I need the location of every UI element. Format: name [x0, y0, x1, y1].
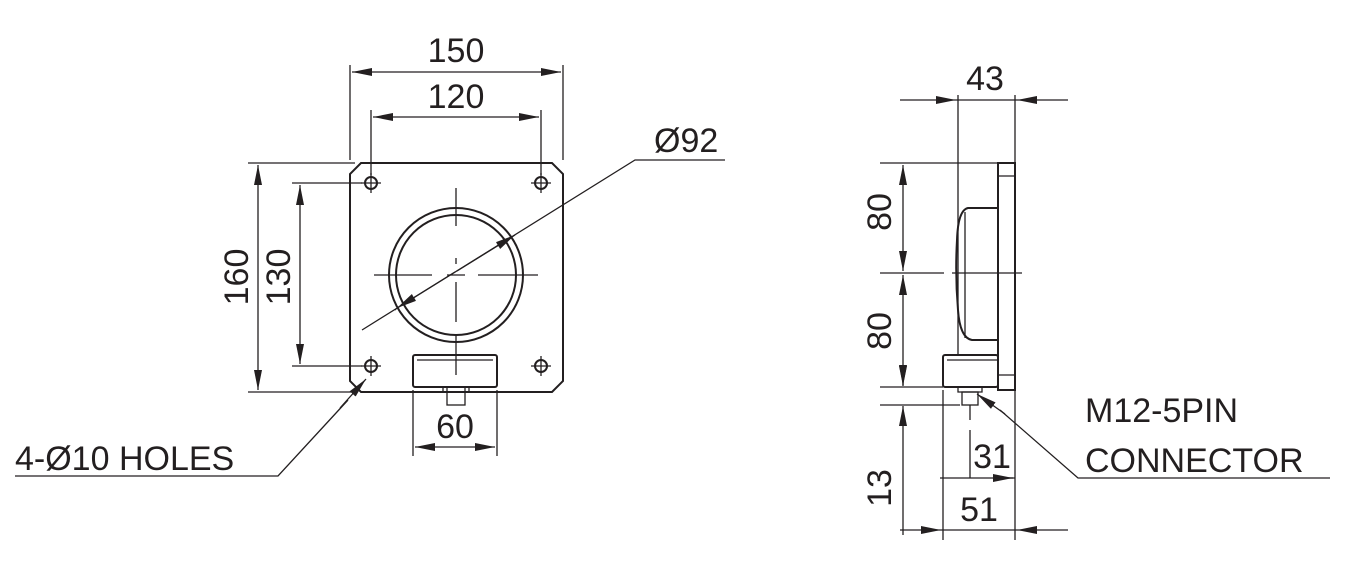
- hole: [361, 356, 381, 376]
- dim-lower-half: 80: [861, 312, 899, 350]
- center-lines: [374, 188, 538, 375]
- side-lens-body: [955, 207, 998, 341]
- dim-total-depth: 51: [960, 491, 998, 529]
- mounting-plate: [349, 162, 564, 393]
- hole: [361, 173, 381, 193]
- dim-connector-width: 60: [436, 408, 474, 446]
- side-connector-stem: [961, 391, 979, 406]
- holes-note: 4-Ø10 HOLES: [15, 440, 234, 478]
- dim-height-holes: 130: [260, 249, 298, 306]
- dim-connector-offset: 13: [861, 469, 899, 507]
- mounting-holes: [361, 173, 551, 376]
- connector-note-line2: CONNECTOR: [1085, 442, 1304, 480]
- dim-upper-half: 80: [861, 193, 899, 231]
- connector-note-line1: M12-5PIN: [1085, 392, 1238, 430]
- connector-stem: [446, 386, 466, 406]
- dim-lens-diameter: Ø92: [654, 122, 718, 160]
- dim-width-holes: 120: [428, 78, 485, 116]
- dim-connector-depth: 31: [973, 438, 1011, 476]
- hole: [531, 173, 551, 193]
- side-mounting-plate: [997, 162, 1016, 391]
- front-view: 150 120 160 130 Ø92 60 4-Ø10 HOLES: [15, 32, 725, 478]
- hole: [531, 356, 551, 376]
- side-view: 43 80 80 13 31 51 M12-5PIN CONNECTOR: [861, 60, 1330, 540]
- dim-depth: 43: [966, 60, 1004, 98]
- dim-width-outer: 150: [428, 32, 485, 70]
- dim-height-outer: 160: [218, 249, 256, 306]
